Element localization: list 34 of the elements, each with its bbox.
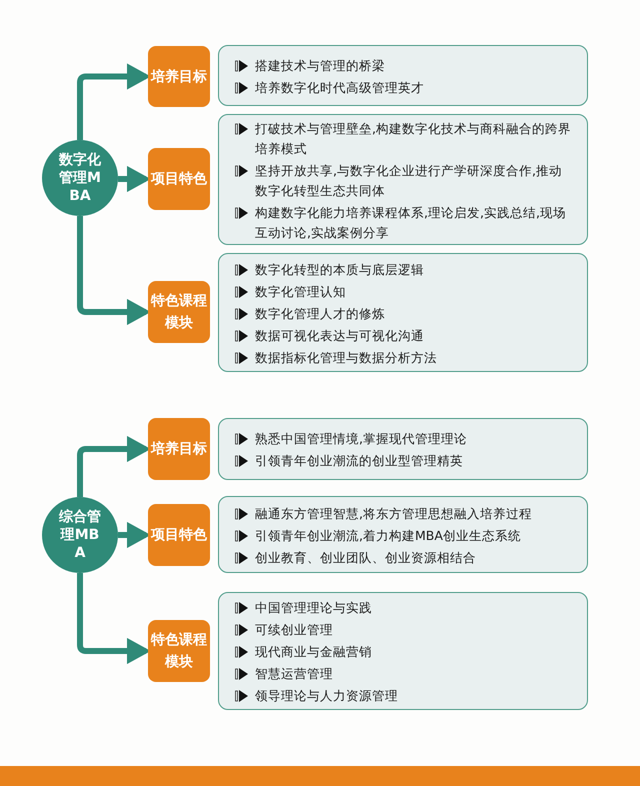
list-item-text: 智慧运营管理 — [255, 665, 333, 683]
category-label-box: 特色课程模块 — [148, 281, 210, 343]
category-label-box: 项目特色 — [148, 148, 210, 210]
list-item-text: 数字化转型的本质与底层逻辑 — [255, 260, 424, 278]
list-item-text: 数据指标化管理与数据分析方法 — [255, 348, 437, 366]
list-item-text: 数字化管理人才的修炼 — [255, 304, 385, 322]
program-circle: 数字化管理MBA — [42, 140, 118, 216]
list-item-text: 引领青年创业潮流,着力构建MBA创业生态系统 — [255, 526, 521, 544]
list-item-text: 现代商业与金融营销 — [255, 643, 372, 661]
list-item-text: 数字化管理认知 — [255, 282, 346, 300]
bullet-list-panel — [218, 114, 588, 245]
bullet-list-panel — [218, 253, 588, 372]
list-item-text: 领导理论与人力资源管理 — [255, 687, 398, 705]
list-item-text: 打破技术与管理壁垒,构建数字化技术与商科融合的跨界培养模式 — [255, 120, 572, 158]
program-circle: 综合管理MBA — [42, 497, 118, 573]
list-item-text: 可续创业管理 — [255, 621, 333, 639]
list-item-text: 培养数字化时代高级管理英才 — [255, 78, 424, 96]
list-item-text: 构建数字化能力培养课程体系,理论启发,实践总结,现场互动讨论,实战案例分享 — [255, 204, 567, 242]
bullet-list-panel — [218, 496, 588, 573]
list-item-text: 搭建技术与管理的桥梁 — [255, 56, 385, 74]
list-item-text: 中国管理理论与实践 — [255, 599, 372, 617]
list-item-text: 融通东方管理智慧,将东方管理思想融入培养过程 — [255, 504, 532, 522]
bullet-list-panel — [218, 418, 588, 480]
list-item-text: 创业教育、创业团队、创业资源相结合 — [255, 548, 476, 566]
list-item-text: 引领青年创业潮流的创业型管理精英 — [255, 452, 463, 470]
list-item-text: 数据可视化表达与可视化沟通 — [255, 326, 424, 344]
list-item-text: 坚持开放共享,与数字化企业进行产学研深度合作,推动数字化转型生态共同体 — [255, 162, 563, 200]
category-label-box: 培养目标 — [148, 46, 210, 107]
bullet-list-panel — [218, 45, 588, 106]
category-label-box: 项目特色 — [148, 504, 210, 566]
list-item-text: 熟悉中国管理情境,掌握现代管理理论 — [255, 430, 467, 448]
category-label-box: 培养目标 — [148, 418, 210, 480]
bullet-list-panel — [218, 592, 588, 710]
category-label-box: 特色课程模块 — [148, 620, 210, 682]
